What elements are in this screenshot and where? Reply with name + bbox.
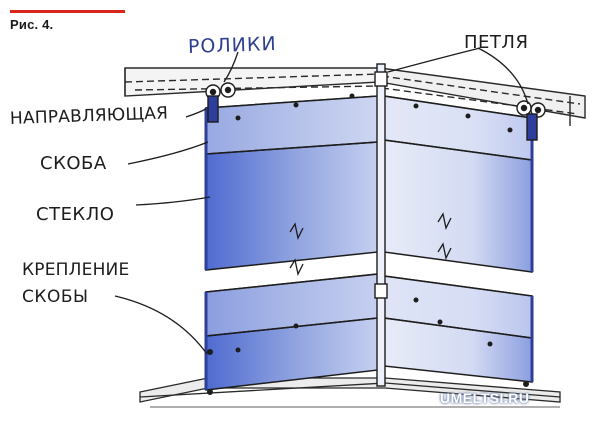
right-panel-lower [383,275,534,383]
roller-right [516,100,546,141]
watermark: UMELTSI.RU [440,390,530,406]
left-panel-upper [204,95,379,271]
hinge [374,63,388,387]
roller-left [205,82,236,123]
label-bracket-mount-line2: СКОБЫ [22,287,89,307]
label-rollers: РОЛИКИ [187,32,277,58]
label-bracket: СКОБА [40,153,107,174]
screw-dots [235,93,513,353]
figure-number: Рис. 4. [10,17,54,32]
left-panel-lower [204,273,379,391]
label-hinge: ПЕТЛЯ [464,32,529,53]
label-bracket-mount-line1: КРЕПЛЕНИЕ [22,260,130,280]
bracket-fasteners [207,349,529,395]
figure-number-rule [10,10,125,13]
break-marks [289,212,452,276]
leader-lines [114,47,529,355]
right-panel-upper [383,95,534,273]
label-glass: СТЕКЛО [36,204,115,225]
